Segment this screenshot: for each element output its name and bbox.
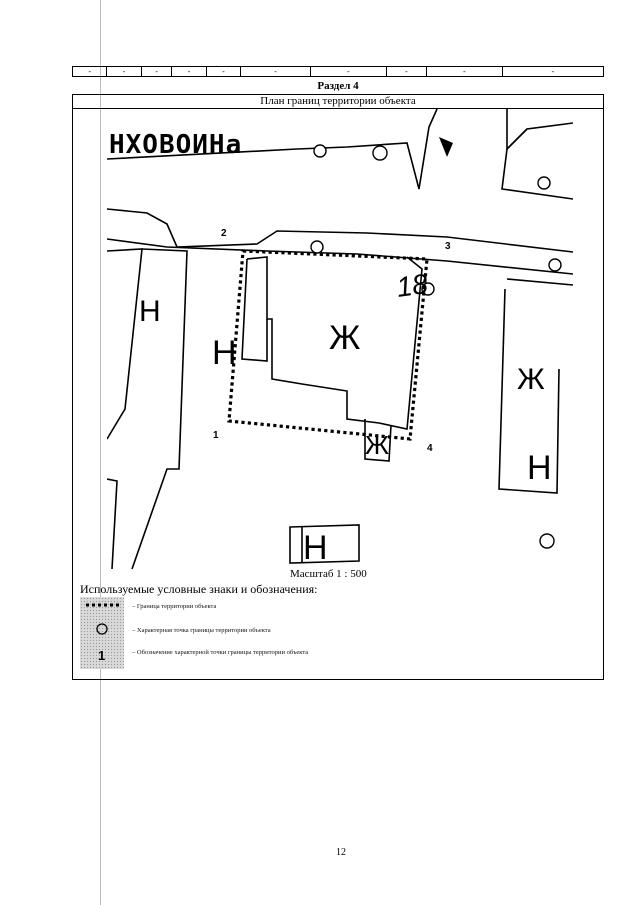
left-building-outline	[107, 248, 143, 440]
bottom-building-outline	[289, 524, 360, 564]
building-label-zh-right: Ж	[517, 363, 545, 396]
table-cell: -	[241, 67, 311, 76]
table-cell: -	[73, 67, 108, 76]
street-block-outline	[501, 128, 573, 200]
main-building-outline	[246, 256, 423, 430]
street-edge	[107, 238, 573, 275]
right-building-outline	[498, 288, 560, 494]
territory-boundary	[227, 249, 429, 441]
boundary-plan-map: НХОВОИНа 18 Ж Н Н Ж Н Ж Н 1 2 3 4	[107, 109, 573, 569]
map-circle-symbol	[310, 240, 324, 254]
table-cell: -	[551, 67, 555, 76]
point-label-1: 1	[213, 430, 219, 441]
building-label-h: Н	[139, 295, 161, 328]
building-label-h: Н	[303, 529, 328, 567]
table-cell: -	[107, 67, 142, 76]
page-number: 12	[336, 847, 346, 858]
street-name-label: НХОВОИНа	[109, 130, 242, 160]
left-building-outline	[131, 248, 188, 569]
street-block-outline	[107, 109, 438, 190]
legend-symbols-box: 1	[80, 597, 124, 669]
table-cell: -	[142, 67, 173, 76]
map-circle-symbol	[539, 533, 555, 549]
legend-point-icon	[96, 623, 108, 635]
table-cell: -	[172, 67, 207, 76]
small-block-outline	[364, 419, 392, 462]
table-cell: -	[387, 67, 428, 76]
street-edge	[107, 208, 573, 253]
annex-outline	[241, 258, 268, 362]
map-circle-symbol	[372, 145, 388, 161]
building-label-h: Н	[527, 449, 552, 487]
table-cell: -	[427, 67, 503, 76]
binding-margin-line	[100, 0, 101, 905]
map-circle-symbol	[537, 176, 551, 190]
house-number-label: 18	[395, 268, 431, 303]
map-circle-symbol	[313, 144, 327, 158]
scale-label: Масштаб 1 : 500	[290, 568, 367, 580]
section-title: Раздел 4	[317, 80, 359, 92]
point-label-4: 4	[427, 443, 433, 454]
header-table-strip: - - - - - - - - - -	[72, 66, 604, 77]
building-label-h: Н	[212, 334, 237, 372]
table-cell: -	[207, 67, 242, 76]
building-label-main: Ж	[365, 430, 389, 460]
plan-frame	[72, 94, 604, 680]
map-circle-symbol	[548, 258, 562, 272]
table-cell: -	[311, 67, 387, 76]
north-arrow-icon	[439, 137, 453, 157]
plan-title: План границ территории объекта	[72, 95, 604, 109]
legend-item-point: – Характерная точка границы территории о…	[132, 627, 271, 634]
point-label-2: 2	[221, 228, 227, 239]
point-label-3: 3	[445, 241, 451, 252]
left-building-outline	[107, 478, 118, 569]
legend-symbols: 1	[86, 603, 120, 663]
legend-title: Используемые условные знаки и обозначени…	[80, 582, 318, 596]
legend-item-boundary: – Граница территории объекта	[132, 603, 217, 610]
legend-item-point-label: – Обозначение характерной точки границы …	[132, 649, 309, 656]
legend-point-number: 1	[98, 648, 105, 663]
right-building-outline	[506, 278, 573, 286]
building-label-main: Ж	[329, 319, 360, 357]
street-block-outline	[506, 109, 573, 151]
